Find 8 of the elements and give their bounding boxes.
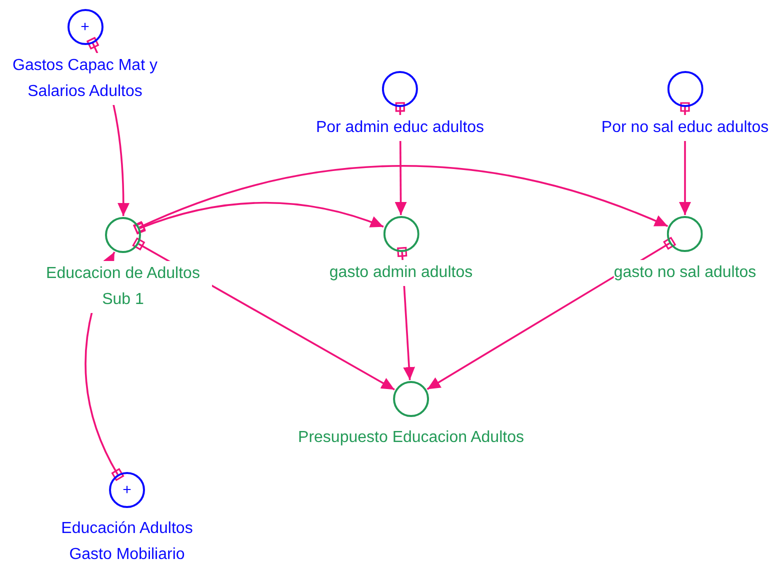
connector-arrow (134, 202, 384, 234)
variable-label: Por admin educ adultos (316, 115, 484, 141)
connector-arrow (133, 165, 668, 234)
variable-label: Por no sal educ adultos (601, 115, 769, 141)
ghost-mark: + (122, 482, 132, 498)
connector-arrow (426, 237, 676, 390)
ghost-mark: + (80, 20, 90, 34)
variable-label: gasto admin adultos (329, 260, 473, 286)
